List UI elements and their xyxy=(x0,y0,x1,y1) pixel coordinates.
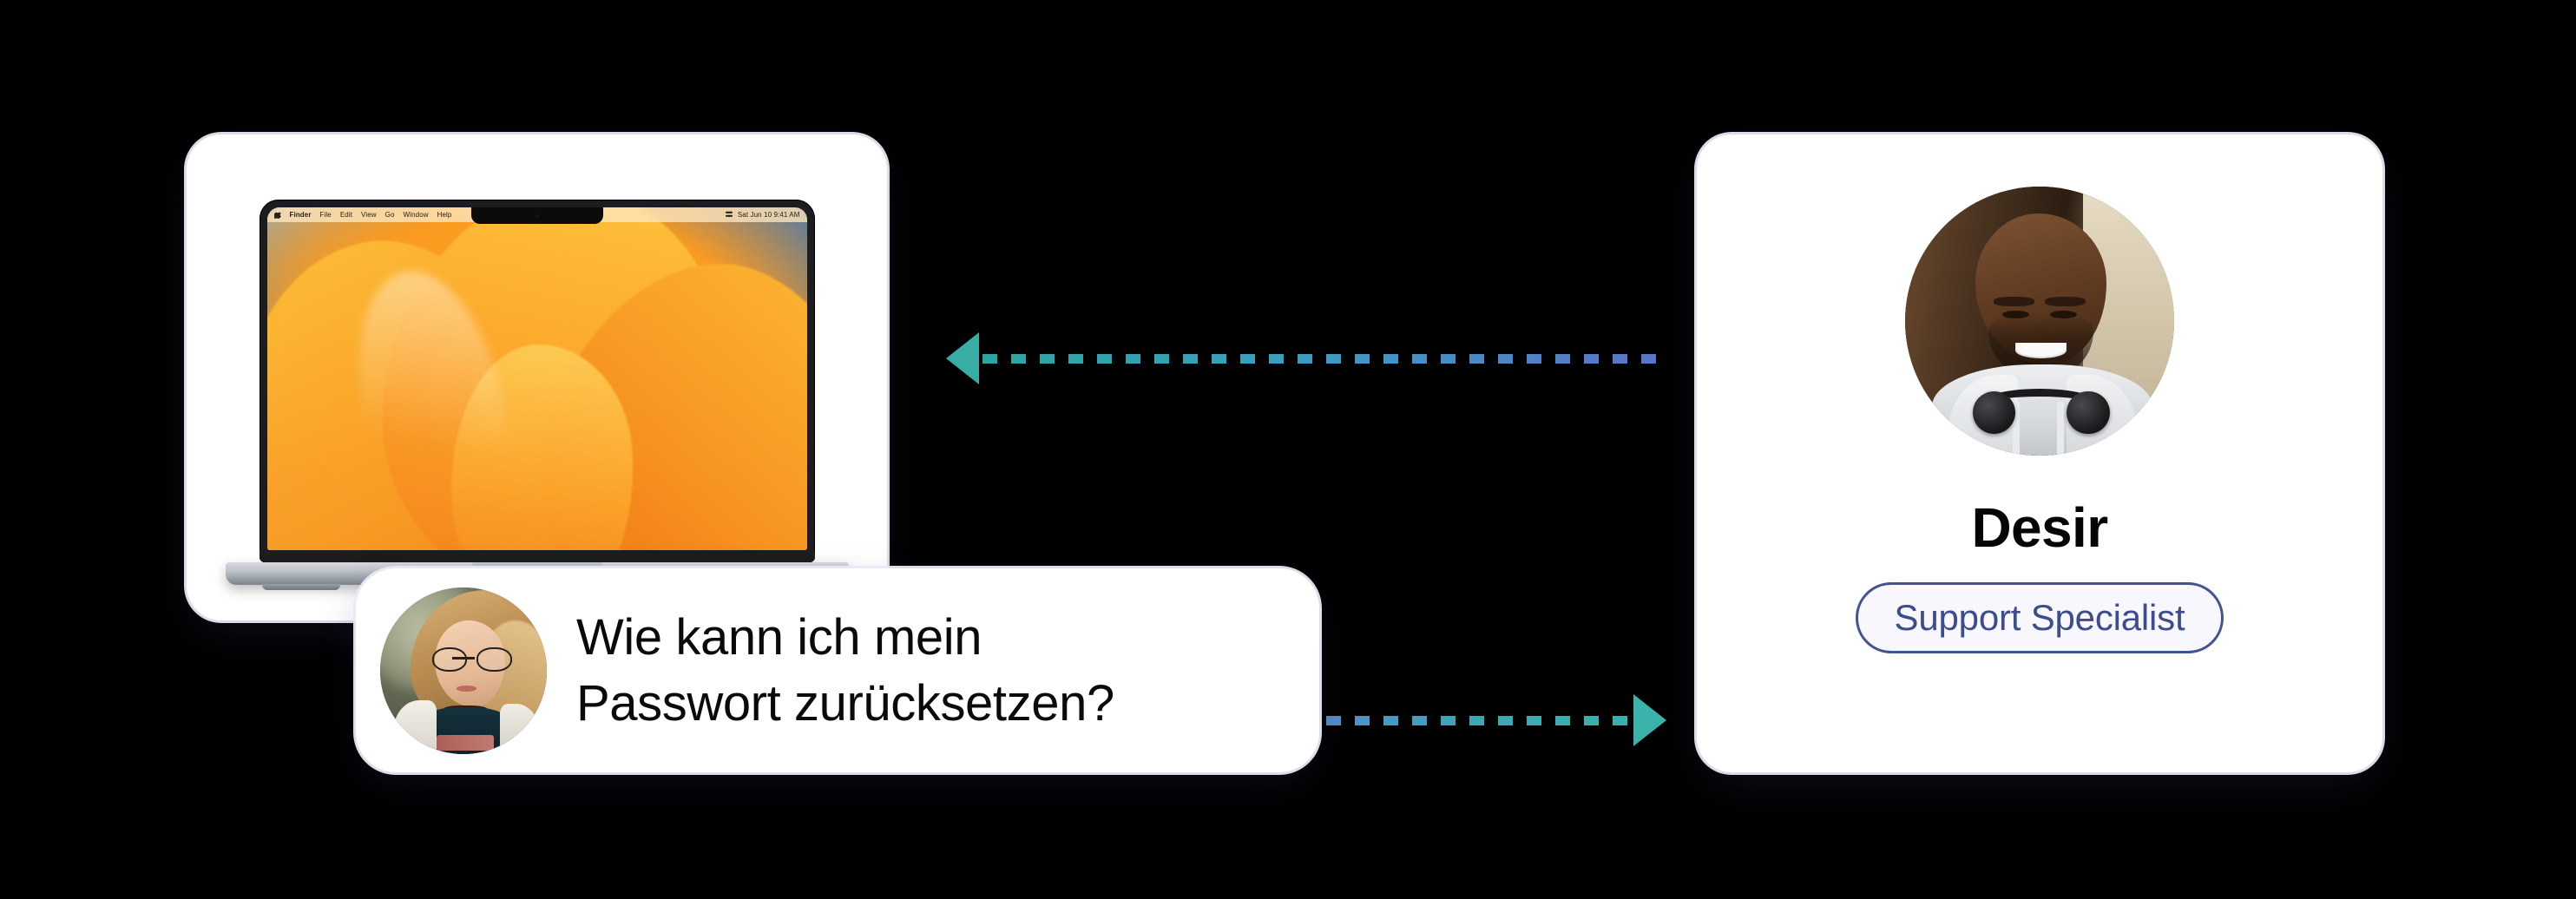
desktop-wallpaper xyxy=(266,207,807,550)
display-notch xyxy=(470,207,603,224)
customer-question-bubble[interactable]: Wie kann ich mein Passwort zurücksetzen? xyxy=(356,568,1319,772)
customer-message-text: Wie kann ich mein Passwort zurücksetzen? xyxy=(576,609,1114,732)
base-notch-slot xyxy=(471,562,602,570)
laptop-lid: Finder File Edit View Go Window Help xyxy=(259,200,815,562)
customer-avatar xyxy=(380,587,547,754)
menu-finder[interactable]: Finder xyxy=(289,211,312,219)
menu-help[interactable]: Help xyxy=(437,211,452,219)
control-center-icon[interactable] xyxy=(725,211,733,220)
menu-view[interactable]: View xyxy=(361,211,377,219)
reply-arrow xyxy=(946,332,1666,384)
apple-logo-icon[interactable] xyxy=(273,211,281,219)
support-agent-card[interactable]: Desir Support Specialist xyxy=(1697,135,2382,772)
menu-go[interactable]: Go xyxy=(384,211,395,219)
agent-name-label: Desir xyxy=(1971,496,2108,559)
laptop-screen: Finder File Edit View Go Window Help xyxy=(266,207,807,550)
menu-file[interactable]: File xyxy=(319,211,332,219)
lid-chin xyxy=(259,550,815,562)
menubar-clock[interactable]: Sat Jun 10 9:41 AM xyxy=(737,211,800,219)
ask-arrow-dashes xyxy=(1298,715,1630,725)
agent-avatar xyxy=(1905,187,2174,456)
eyeglasses-icon xyxy=(431,646,512,673)
agent-role-badge[interactable]: Support Specialist xyxy=(1855,582,2224,653)
laptop-foot-left xyxy=(261,584,340,590)
reply-arrow-dashes xyxy=(982,353,1666,364)
ask-arrow xyxy=(1298,694,1666,746)
laptop-showcase-card: Finder File Edit View Go Window Help xyxy=(187,135,887,620)
ask-arrowhead-icon xyxy=(1633,694,1666,746)
webcam-icon xyxy=(535,213,539,218)
reply-arrowhead-icon xyxy=(946,332,979,384)
menu-edit[interactable]: Edit xyxy=(339,211,353,219)
macbook-pro-device: Finder File Edit View Go Window Help xyxy=(225,200,849,590)
menu-window[interactable]: Window xyxy=(403,211,429,219)
